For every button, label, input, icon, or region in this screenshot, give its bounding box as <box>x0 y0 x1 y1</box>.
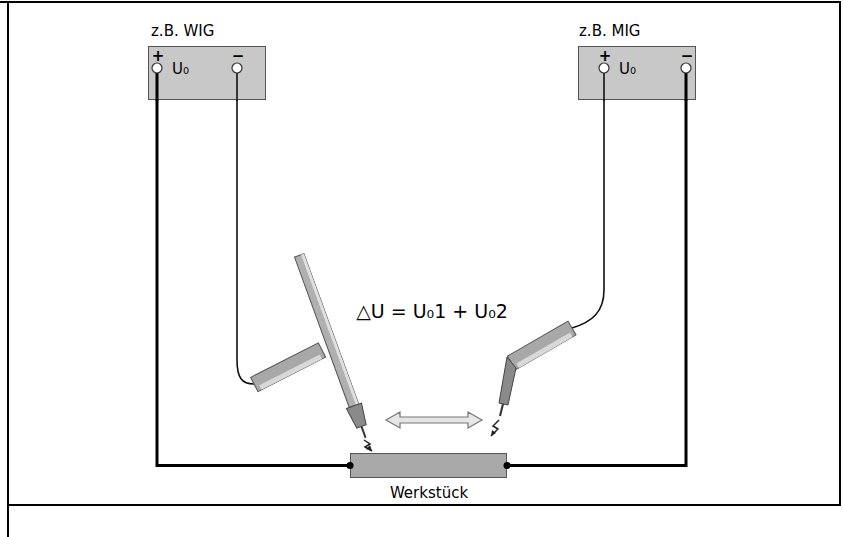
tig-handle <box>251 343 326 392</box>
mig-arc-head <box>491 430 496 436</box>
minus-terminal-sign: − <box>681 48 694 65</box>
connection-dots <box>350 453 507 478</box>
workpiece-bar: Werkstück <box>350 453 507 478</box>
mig-cable <box>572 100 604 328</box>
voltage-formula: △U = U₀1 + U₀2 <box>354 300 510 322</box>
torch-lead <box>603 73 605 101</box>
power-source-box: z.B. WIG+U₀− <box>148 46 266 100</box>
torch-lead <box>236 73 238 101</box>
plus-terminal-sign: + <box>599 48 612 65</box>
power-source-box: z.B. MIG+U₀− <box>578 46 696 100</box>
open-circuit-voltage: U₀ <box>172 61 189 78</box>
open-circuit-voltage: U₀ <box>619 61 636 78</box>
plus-terminal-sign: + <box>152 48 165 65</box>
connection-dot <box>347 462 354 469</box>
mig-wire <box>500 404 503 416</box>
tig-arc <box>364 440 372 451</box>
mig-nozzle <box>499 357 516 405</box>
minus-terminal-sign: − <box>232 48 245 65</box>
tig-arc-head <box>366 445 372 451</box>
ground-cable <box>507 100 686 466</box>
terminal-socket <box>152 63 162 73</box>
connection-dot <box>504 462 511 469</box>
ground-cable <box>157 100 350 466</box>
terminal-socket <box>232 63 242 73</box>
workpiece-label: Werkstück <box>390 485 468 502</box>
terminal-socket <box>599 63 609 73</box>
terminal-layer <box>578 46 696 100</box>
source-label: z.B. MIG <box>579 23 640 40</box>
ground-lead <box>685 73 688 101</box>
ground-lead <box>156 73 159 101</box>
source-label: z.B. WIG <box>151 23 214 40</box>
terminal-socket <box>681 63 691 73</box>
double-arrow <box>386 412 482 428</box>
tig-torch <box>292 253 373 441</box>
tig-cable <box>237 100 254 384</box>
terminal-layer <box>148 46 266 100</box>
mig-gun <box>507 321 576 370</box>
mig-arc <box>491 420 499 436</box>
